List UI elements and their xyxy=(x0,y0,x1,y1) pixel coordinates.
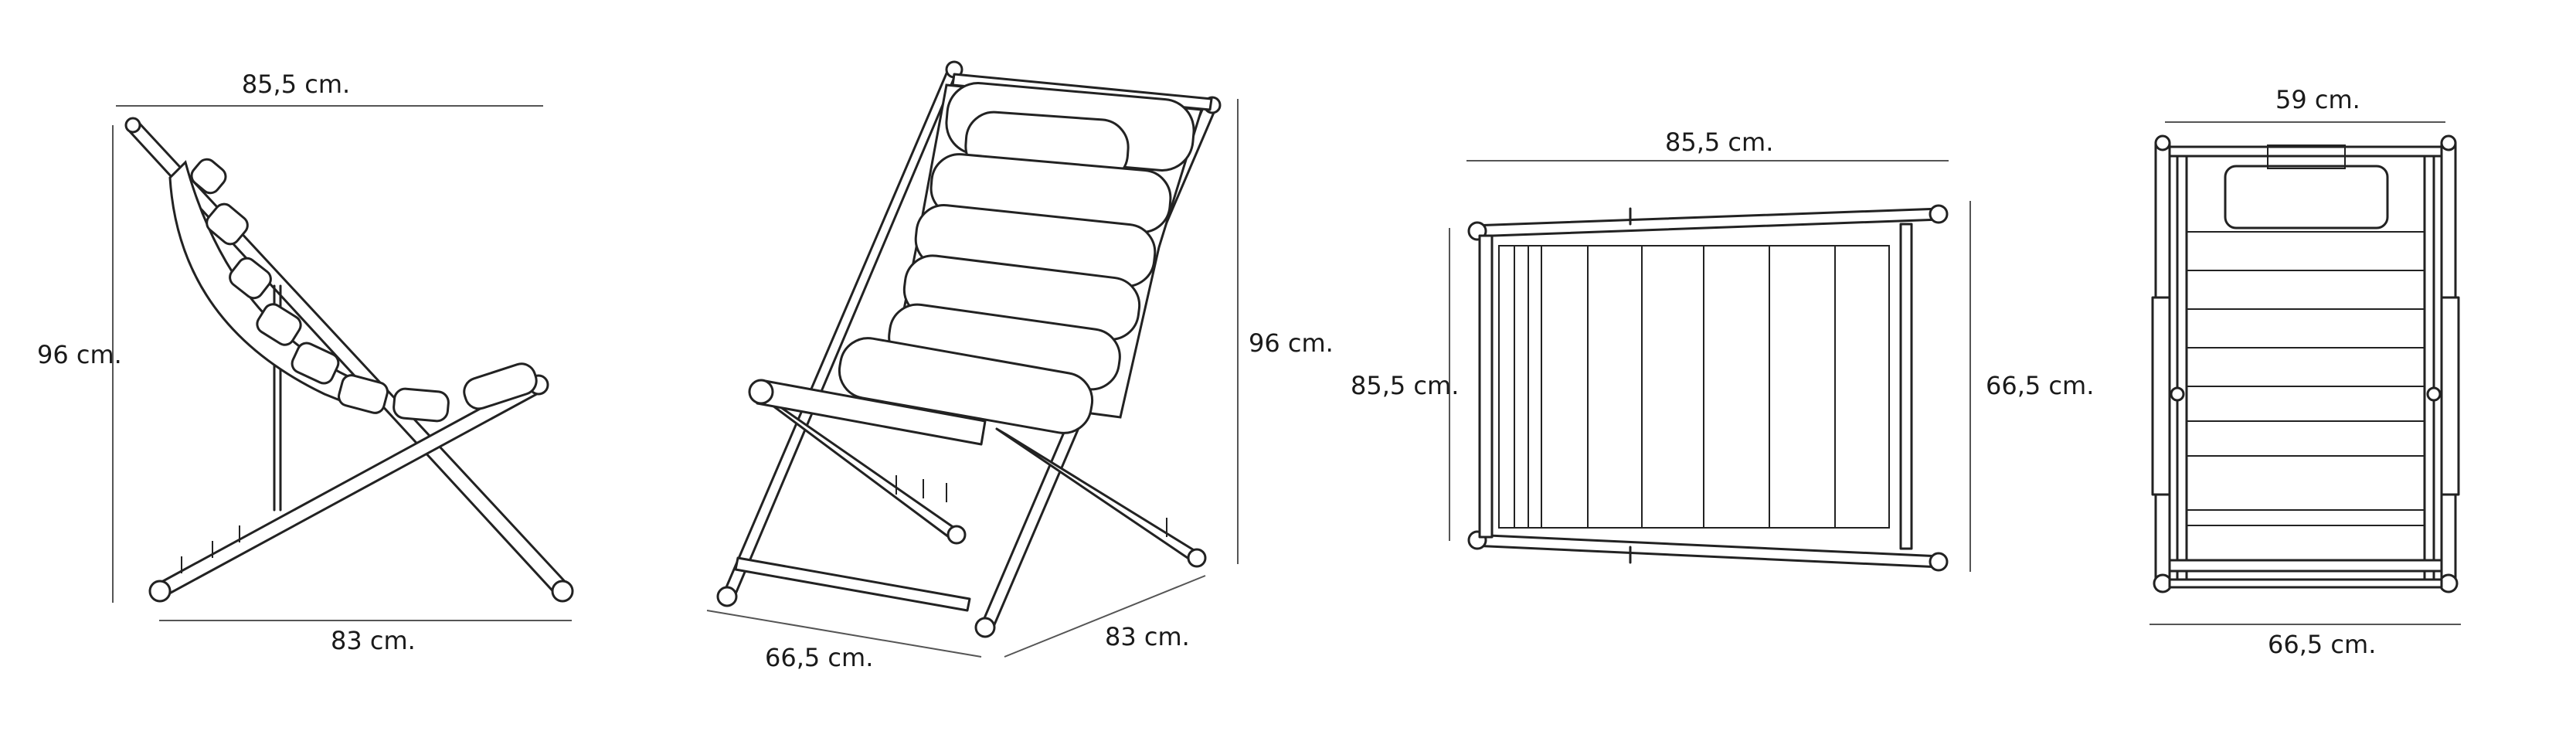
perspective-view: 96 cm. 66,5 cm. 83 cm. xyxy=(706,60,1334,672)
perspective-depth-label: 83 cm. xyxy=(1105,622,1190,651)
perspective-width-dimension-line xyxy=(706,610,982,658)
side-depth-label: 83 cm. xyxy=(331,626,416,655)
front-top-width-label: 59 cm. xyxy=(2275,85,2360,114)
front-bottom-width-label: 66,5 cm. xyxy=(2268,630,2376,659)
side-view: 85,5 cm. 96 cm. 83 cm. xyxy=(37,70,574,655)
front-view: 59 cm. 66,5 cm. xyxy=(2149,85,2461,659)
top-view: 85,5 cm. 85,5 cm. 66,5 cm. xyxy=(1351,128,2094,572)
top-length-label: 85,5 cm. xyxy=(1665,128,1773,157)
front-chair-drawing xyxy=(2151,134,2460,593)
side-chair-drawing xyxy=(124,117,574,603)
top-right-label: 66,5 cm. xyxy=(1986,371,2094,400)
perspective-depth-dimension-line xyxy=(1004,575,1206,658)
side-height-label: 96 cm. xyxy=(37,340,122,369)
perspective-chair-drawing xyxy=(716,60,1222,638)
top-left-label: 85,5 cm. xyxy=(1351,371,1459,400)
top-chair-drawing xyxy=(1467,204,1949,572)
perspective-height-label: 96 cm. xyxy=(1249,328,1334,358)
perspective-width-label: 66,5 cm. xyxy=(765,643,873,672)
side-width-label: 85,5 cm. xyxy=(242,70,350,99)
